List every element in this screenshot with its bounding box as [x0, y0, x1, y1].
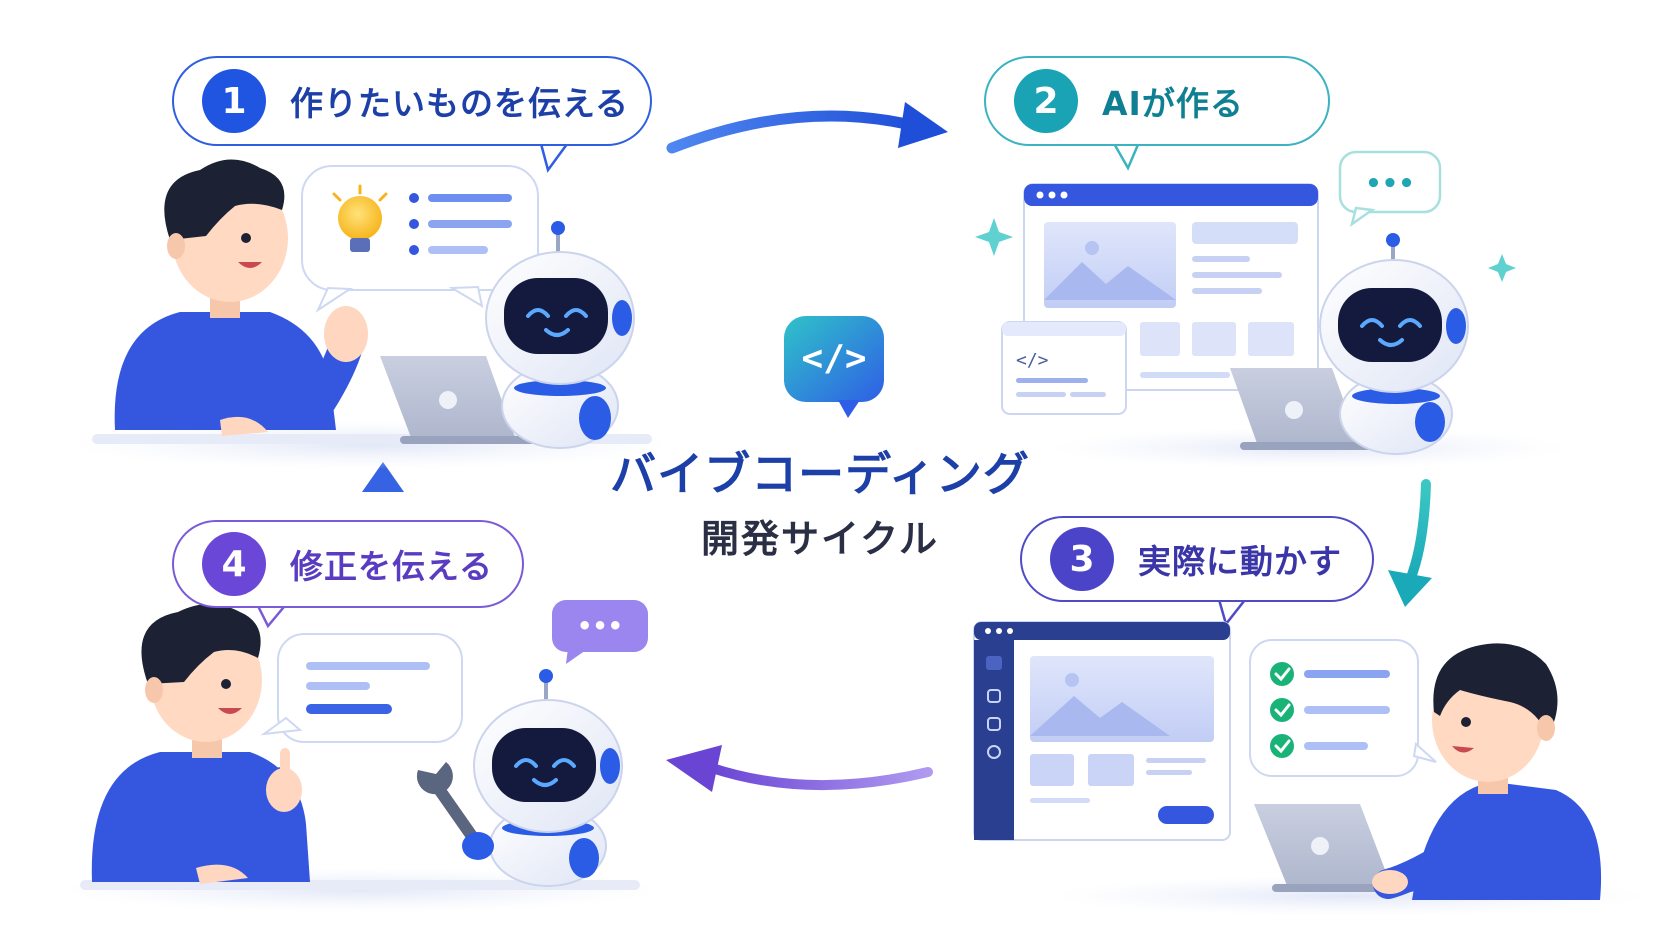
step-bubble-2: 2 AIが作る [984, 56, 1330, 146]
step-bubble-1: 1 作りたいものを伝える [172, 56, 652, 146]
arrow-4-to-1 [362, 462, 404, 526]
idea-bubble [301, 165, 539, 313]
step-label-4: 修正を伝える [290, 547, 494, 586]
arrow-2-to-3 [1388, 479, 1432, 607]
diagram-subtitle: 開発サイクル [700, 517, 940, 561]
wrench-icon [416, 762, 494, 860]
step-number-2: 2 [1014, 69, 1078, 133]
checklist-bubble [1249, 639, 1437, 777]
step-number-1: 1 [202, 69, 266, 133]
code-icon: </> [784, 316, 884, 418]
laptop-icon [380, 356, 560, 444]
diagram-title: バイブコーディング [610, 447, 1030, 501]
code-window-label: </> [1016, 350, 1049, 371]
code-icon-label: </> [801, 338, 866, 379]
app-mockup [973, 621, 1231, 841]
step-bubble-4: 4 修正を伝える [172, 520, 524, 608]
code-window: </> [1001, 321, 1127, 415]
browser-mockup [1023, 183, 1319, 391]
scene-3 [973, 621, 1650, 916]
lightbulb-icon [332, 184, 388, 252]
person-icon [1372, 643, 1602, 900]
scene-2: </> ••• [975, 150, 1570, 468]
person-icon [114, 159, 368, 436]
request-bubble [260, 633, 463, 743]
step-label-1: 作りたいものを伝える [290, 84, 630, 123]
step-number-4: 4 [202, 532, 266, 596]
person-icon [91, 604, 310, 884]
robot-icon [485, 221, 635, 449]
arrow-1-to-2 [666, 102, 948, 154]
step-label-2: AIが作る [1102, 84, 1244, 123]
step-number-3: 3 [1050, 527, 1114, 591]
chat-dots-icon: ••• [1338, 150, 1442, 227]
robot-icon [416, 669, 623, 887]
scene-1 [70, 159, 670, 469]
step-bubble-3: 3 実際に動かす [1020, 516, 1374, 602]
arrow-3-to-4 [666, 745, 933, 792]
scene-4: ••• [60, 600, 660, 912]
check-icon [1270, 662, 1294, 758]
chat-dots-label: ••• [577, 612, 623, 640]
sparkle-icon [975, 218, 1516, 282]
chat-dots-label: ••• [1365, 169, 1415, 199]
step-label-3: 実際に動かす [1138, 542, 1342, 581]
chat-dots-icon: ••• [552, 600, 648, 664]
robot-icon [1319, 233, 1469, 455]
laptop-icon [1230, 368, 1408, 450]
